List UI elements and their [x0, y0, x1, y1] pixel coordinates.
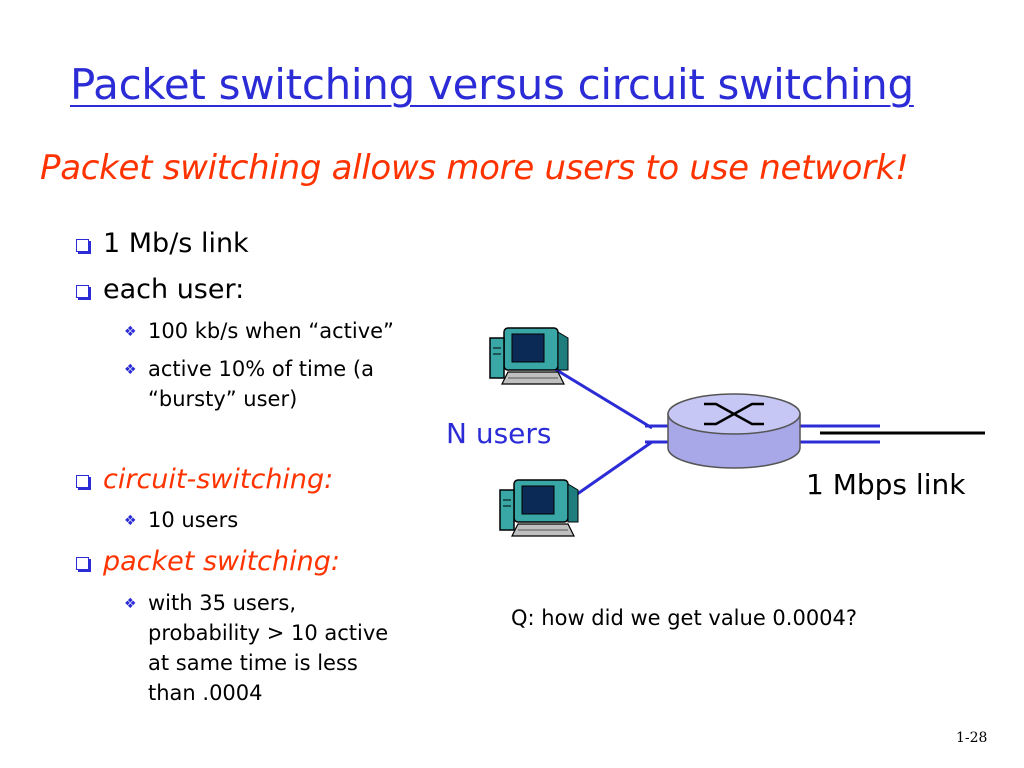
sub-bullet-active-rate: ❖ 100 kb/s when “active” — [124, 316, 394, 347]
bullet-text: than .0004 — [148, 681, 263, 705]
bullet-text: probability > 10 active — [148, 621, 389, 645]
n-users-label: N users — [446, 417, 552, 450]
bullet-circuit-switching: circuit-switching: — [76, 464, 333, 496]
computer-icon — [499, 479, 579, 537]
checkbox-bullet-icon — [76, 285, 89, 298]
bullet-text: 1 Mb/s link — [103, 228, 249, 259]
sub-bullet-probability: ❖ with 35 users, probability > 10 active… — [124, 588, 388, 708]
question-text: Q: how did we get value 0.0004? — [511, 606, 858, 630]
diamond-bullet-icon: ❖ — [124, 362, 137, 378]
bullet-text: with 35 users, — [148, 591, 297, 615]
diamond-bullet-icon: ❖ — [124, 324, 137, 340]
bullet-text: 100 kb/s when “active” — [148, 319, 394, 343]
bullet-text: packet switching: — [103, 546, 340, 577]
sub-bullet-active-time: ❖ active 10% of time (a “bursty” user) — [124, 354, 374, 414]
checkbox-bullet-icon — [76, 557, 89, 570]
bullet-text: at same time is less — [148, 651, 358, 675]
checkbox-bullet-icon — [76, 475, 89, 488]
bullet-text: 10 users — [148, 508, 239, 532]
diamond-bullet-icon: ❖ — [124, 596, 137, 612]
computer-icon — [489, 327, 569, 385]
bullet-text: “bursty” user) — [148, 387, 298, 411]
router-icon — [667, 393, 801, 469]
bullet-text: each user: — [103, 274, 245, 305]
bullet-text: circuit-switching: — [103, 464, 334, 495]
bullet-text: active 10% of time (a — [148, 357, 374, 381]
page-number: 1-28 — [956, 730, 988, 746]
checkbox-bullet-icon — [76, 239, 89, 252]
bullet-packet-switching: packet switching: — [76, 546, 340, 578]
bullet-each-user: each user: — [76, 274, 244, 306]
sub-bullet-ten-users: ❖ 10 users — [124, 505, 238, 536]
diamond-bullet-icon: ❖ — [124, 513, 137, 529]
link-capacity-label: 1 Mbps link — [806, 468, 966, 501]
bullet-link: 1 Mb/s link — [76, 228, 249, 260]
slide-title: Packet switching versus circuit switchin… — [70, 60, 914, 109]
slide-subtitle: Packet switching allows more users to us… — [40, 148, 909, 188]
